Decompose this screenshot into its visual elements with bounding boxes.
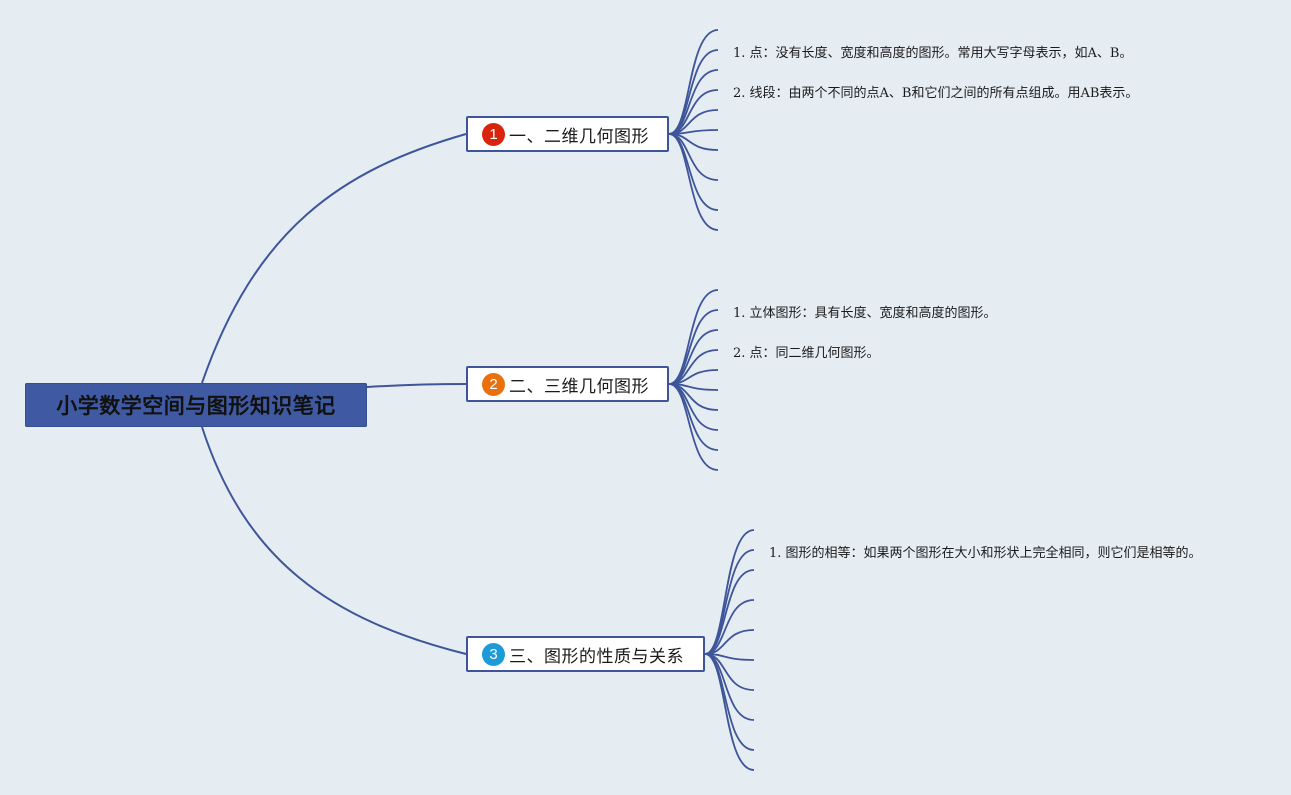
branch-3-subtopic-line-3 (704, 569, 755, 655)
branch-3-subtopic-line-9 (704, 653, 755, 751)
branch-topic-label: 三、图形的性质与关系 (509, 646, 684, 667)
branch-topic-3d-geometry[interactable]: 2 二、三维几何图形 (466, 366, 669, 402)
root-to-branch-3-line (201, 426, 467, 655)
branch-1-subtopic-line-4 (668, 89, 719, 135)
subtopic-figure-equality[interactable]: 1. 图形的相等：如果两个图形在大小和形状上完全相同，则它们是相等的。 (769, 546, 1202, 561)
branch-topic-2d-geometry[interactable]: 1 一、二维几何图形 (466, 116, 669, 152)
subtopic-point-same[interactable]: 2. 点：同二维几何图形。 (733, 346, 880, 361)
priority-3-icon: 3 (482, 642, 505, 666)
branch-3-subtopic-line-1 (704, 529, 755, 655)
branch-1-subtopic-line-10 (668, 133, 719, 231)
root-to-branch-2-line (366, 383, 467, 388)
branch-topic-label: 一、二维几何图形 (509, 126, 649, 147)
branch-1-subtopic-line-8 (668, 133, 719, 181)
branch-topic-properties-relations[interactable]: 3 三、图形的性质与关系 (466, 636, 705, 672)
branch-2-subtopic-line-8 (668, 383, 719, 431)
priority-1-icon: 1 (482, 122, 505, 146)
subtopic-segment-definition[interactable]: 2. 线段：由两个不同的点A、B和它们之间的所有点组成。用AB表示。 (733, 86, 1139, 101)
root-topic-label: 小学数学空间与图形知识笔记 (56, 394, 336, 418)
branch-1-subtopic-line-9 (668, 133, 719, 211)
subtopic-point-definition[interactable]: 1. 点：没有长度、宽度和高度的图形。常用大写字母表示，如A、B。 (733, 46, 1133, 61)
branch-3-subtopic-line-4 (704, 599, 755, 655)
priority-2-icon: 2 (482, 372, 505, 396)
branch-3-subtopic-line-10 (704, 653, 755, 771)
root-to-branch-1-line (201, 133, 467, 384)
root-topic[interactable]: 小学数学空间与图形知识笔记 (25, 383, 367, 427)
branch-topic-label: 二、三维几何图形 (509, 376, 649, 397)
branch-3-subtopic-line-8 (704, 653, 755, 721)
subtopic-solid-figure-definition[interactable]: 1. 立体图形：具有长度、宽度和高度的图形。 (733, 306, 997, 321)
branch-2-subtopic-line-10 (668, 383, 719, 471)
